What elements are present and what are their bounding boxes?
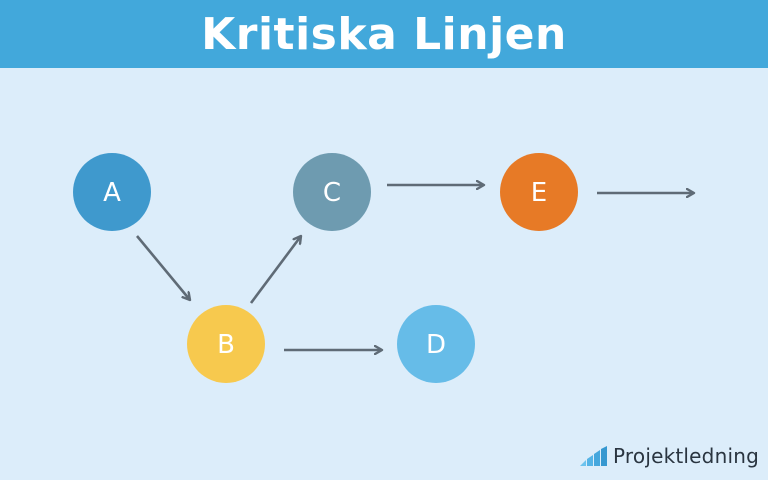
edges: [135, 185, 694, 350]
page-title: Kritiska Linjen: [201, 9, 567, 60]
edge-a-to-b: [135, 235, 190, 300]
node-d: D: [397, 305, 475, 383]
node-a-label: A: [103, 178, 121, 208]
node-e-label: E: [531, 178, 547, 208]
header-bar: Kritiska Linjen: [0, 0, 768, 68]
bar-chart-logo-icon: [580, 446, 607, 466]
node-b: B: [187, 305, 265, 383]
node-b-label: B: [217, 330, 235, 360]
node-d-label: D: [426, 330, 446, 360]
edge-b-to-c: [249, 236, 301, 304]
projektledning-logo: Projektledning: [578, 442, 759, 470]
node-e: E: [500, 153, 578, 231]
node-c: C: [293, 153, 371, 231]
node-a: A: [73, 153, 151, 231]
logo-text: Projektledning: [613, 444, 759, 468]
node-c-label: C: [323, 178, 341, 208]
